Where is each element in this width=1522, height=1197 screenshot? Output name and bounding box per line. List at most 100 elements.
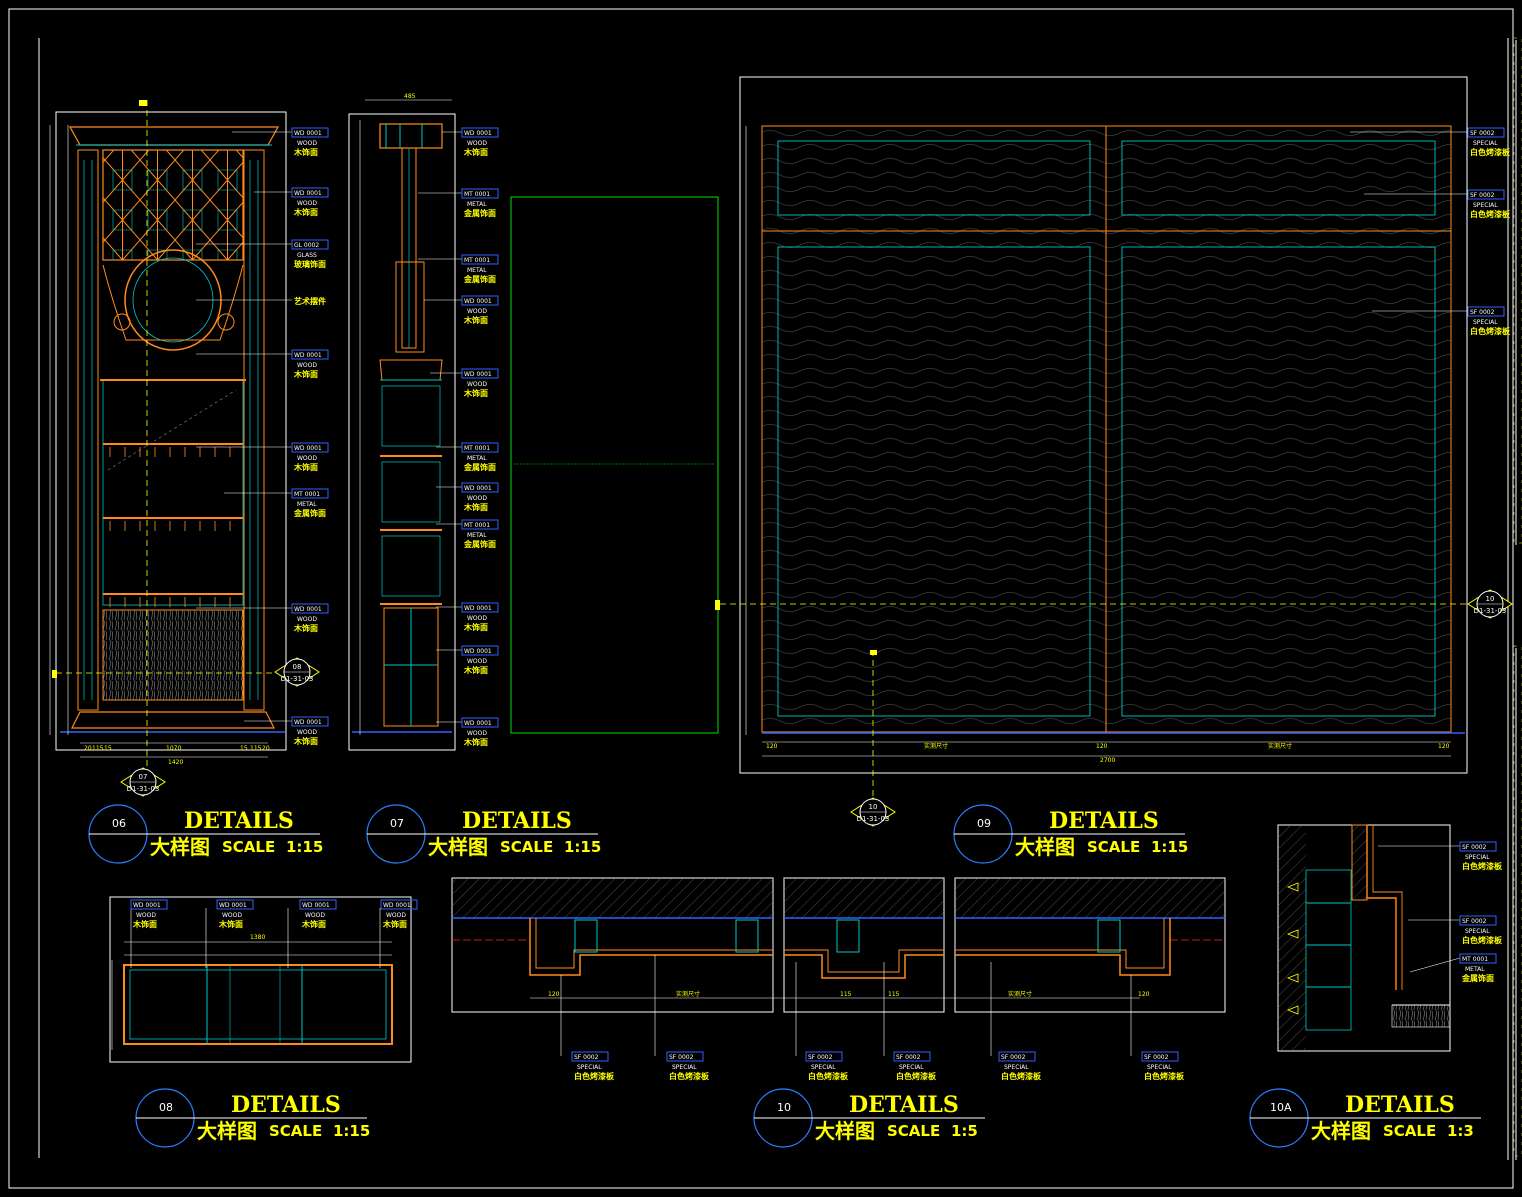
tag-material-cn: 木饰面 (463, 665, 488, 675)
dim-09-b2: 120 (1096, 743, 1108, 750)
tag-code: WD 0001 (294, 130, 322, 137)
tag-code: WD 0001 (464, 648, 492, 655)
tag-material-cn: 金属饰面 (463, 274, 496, 284)
title-10a-scale-word: SCALE (1383, 1122, 1436, 1140)
tag-material-cn: 白色烤漆板 (574, 1071, 615, 1081)
tag-box (805, 1051, 843, 1062)
title-09-cn: 大样图 (1015, 835, 1075, 859)
section-marker-07: 07 D1-31-03 (120, 767, 166, 797)
tag-box (998, 1051, 1036, 1062)
dim-06-b1: 115 (92, 745, 104, 752)
tag-material-cn: 金属饰面 (463, 539, 496, 549)
tag-box (1467, 189, 1505, 200)
marker-07-num: 07 (139, 773, 148, 781)
marker-08-ref: D1-31-03 (281, 675, 314, 683)
dim-07-top: 485 (404, 93, 416, 100)
tag-box (461, 482, 499, 493)
tag-material-cn: 木饰面 (293, 147, 318, 157)
title-10a-cn: 大样图 (1311, 1119, 1371, 1143)
tag-box (1467, 306, 1505, 317)
tag-code: SF 0002 (1462, 844, 1487, 851)
tag-material-cn: 木饰面 (132, 919, 157, 929)
tag-material-en: SPECIAL (1465, 928, 1490, 935)
dim-10-3: 115 (888, 991, 900, 998)
tag-material-en: METAL (467, 532, 487, 539)
tag-material-en: WOOD (467, 381, 487, 388)
tag-code: WD 0001 (294, 719, 322, 726)
tag-box (461, 254, 499, 265)
tag-material-en: SPECIAL (1147, 1064, 1172, 1071)
tag-material-en: WOOD (305, 912, 325, 919)
tag-box (291, 488, 329, 499)
dim-10-5: 120 (1138, 991, 1150, 998)
tag-material-en: SPECIAL (1004, 1064, 1029, 1071)
tag-material-en: SPECIAL (811, 1064, 836, 1071)
dim-09-b4: 120 (1438, 743, 1450, 750)
tag-material-en: SPECIAL (1473, 140, 1498, 147)
dim-09-total: 2700 (1100, 757, 1115, 764)
tag-material-en: WOOD (386, 912, 406, 919)
tag-code: WD 0001 (464, 371, 492, 378)
detail-07-cabinet-section: 485 (348, 93, 462, 751)
dim-10-4: 实测尺寸 (1008, 990, 1032, 998)
title-09-num: 09 (977, 817, 991, 830)
tag-box (291, 349, 329, 360)
title-block-06: 06 DETAILS 大样图 SCALE 1:15 (88, 804, 323, 864)
title-07-scale: 1:15 (564, 838, 601, 856)
title-07-cn: 大样图 (428, 835, 488, 859)
title-08-cn: 大样图 (197, 1119, 257, 1143)
dim-06-b4: 15 (240, 745, 248, 752)
tag-code: SF 0002 (1470, 130, 1495, 137)
tag-material-en: WOOD (467, 730, 487, 737)
tag-code: WD 0001 (302, 902, 330, 909)
tag-material-cn: 白色烤漆板 (1001, 1071, 1042, 1081)
tag-material-en: METAL (297, 501, 317, 508)
tag-code: SF 0002 (574, 1054, 599, 1061)
tag-box (291, 239, 329, 250)
dim-06-b0: 20 (84, 745, 92, 752)
dim-06-b2: 15 (104, 745, 112, 752)
marker-10b-num: 10 (1486, 595, 1495, 603)
dim-10-1: 实测尺寸 (676, 990, 700, 998)
title-10a-en: DETAILS (1345, 1092, 1455, 1118)
tag-code: WD 0001 (294, 606, 322, 613)
tag-code: WD 0001 (464, 485, 492, 492)
tag-code: SF 0002 (896, 1054, 921, 1061)
title-08-scale: 1:15 (333, 1122, 370, 1140)
section-marker-08: 08 D1-31-03 (274, 657, 320, 687)
tag-code: MT 0001 (464, 522, 490, 529)
tag-box (1459, 841, 1497, 852)
marker-10a-ref: D1-31-03 (857, 815, 890, 823)
title-09-scale: 1:15 (1151, 838, 1188, 856)
green-opening-panel (510, 196, 720, 734)
tag-code: GL 0002 (294, 242, 319, 249)
dim-08-total: 1380 (250, 934, 265, 941)
tag-material-cn: 木饰面 (463, 315, 488, 325)
title-block-07: 07 DETAILS 大样图 SCALE 1:15 (366, 804, 601, 864)
tag-box (666, 1051, 704, 1062)
tag-code: WD 0001 (219, 902, 247, 909)
tag-material-en: WOOD (467, 658, 487, 665)
tag-code: MT 0001 (464, 445, 490, 452)
title-06-scale-word: SCALE (222, 838, 275, 856)
tag-box (461, 442, 499, 453)
tag-code: WD 0001 (294, 352, 322, 359)
tags06-callout-3: 艺术摆件 (294, 296, 326, 306)
tag-material-en: METAL (467, 267, 487, 274)
tag-box (291, 716, 329, 727)
tag-material-en: WOOD (222, 912, 242, 919)
title-07-scale-word: SCALE (500, 838, 553, 856)
